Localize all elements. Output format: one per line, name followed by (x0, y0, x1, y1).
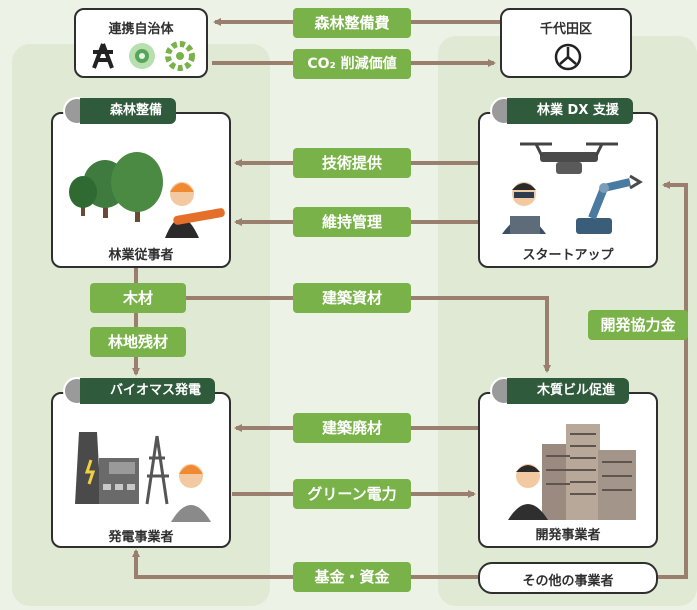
biomass-header: バイオマス発電 (80, 378, 216, 404)
forest-residue-label: 林地残材 (90, 327, 186, 357)
drone-icon (520, 142, 618, 174)
biomass-role: 発電事業者 (108, 530, 174, 545)
arrow-building-material (150, 296, 551, 373)
dev-fund-label: 開発協力金 (588, 310, 688, 340)
fund-label: 基金・資金 (293, 562, 411, 592)
timber-label: 木材 (90, 283, 186, 313)
startup-person-icon (502, 182, 546, 234)
emblem-3-icon (165, 41, 195, 71)
pylon-icon (145, 435, 169, 505)
forest-role: 林業従事者 (108, 248, 174, 263)
other-businesses-label: その他の事業者 (522, 574, 614, 589)
forest-worker-icon (165, 182, 225, 238)
dx-header: 林業 DX 支援 (507, 98, 633, 124)
chiyoda-box: 千代田区 (500, 8, 632, 78)
wood-building-box: 開発事業者 (478, 392, 658, 548)
biomass-box: 発電事業者 (51, 392, 231, 548)
green-power-label: グリーン電力 (293, 479, 411, 509)
forest-box: 林業従事者 (51, 112, 231, 268)
developer-person-icon (508, 464, 548, 520)
forest-illustration (69, 152, 225, 238)
demolition-label: 建築廃材 (293, 413, 411, 443)
forest-fee-label: 森林整備費 (293, 8, 411, 38)
co2-value-label: CO₂ 削減価値 (293, 49, 411, 79)
biomass-illustration (75, 432, 211, 522)
dx-illustration (502, 142, 643, 234)
building-icon (542, 424, 636, 520)
building-material-label: 建築資材 (293, 283, 411, 313)
robot-arm-icon (576, 174, 643, 234)
tree-icon (69, 152, 163, 222)
municipality-emblems (92, 41, 195, 71)
tech-label: 技術提供 (293, 148, 411, 178)
municipality-box: 連携自治体 (74, 8, 208, 78)
wood-building-role: 開発事業者 (535, 528, 601, 543)
power-worker-icon (171, 464, 211, 522)
emblem-1-icon (92, 43, 114, 69)
maintenance-label: 維持管理 (293, 207, 411, 237)
arrow-dev-fund (656, 181, 688, 579)
chiyoda-label: 千代田区 (539, 22, 592, 37)
dx-role: スタートアップ (522, 248, 614, 263)
chiyoda-emblem-icon (554, 43, 582, 71)
municipality-label: 連携自治体 (108, 22, 174, 37)
building-illustration (508, 424, 636, 520)
emblem-2-icon (129, 43, 155, 69)
other-businesses-box: その他の事業者 (478, 562, 658, 594)
power-plant-icon (75, 432, 139, 504)
dx-box: スタートアップ (478, 112, 658, 268)
wood-building-header: 木質ビル促進 (507, 378, 630, 404)
forest-header: 森林整備 (80, 98, 177, 124)
